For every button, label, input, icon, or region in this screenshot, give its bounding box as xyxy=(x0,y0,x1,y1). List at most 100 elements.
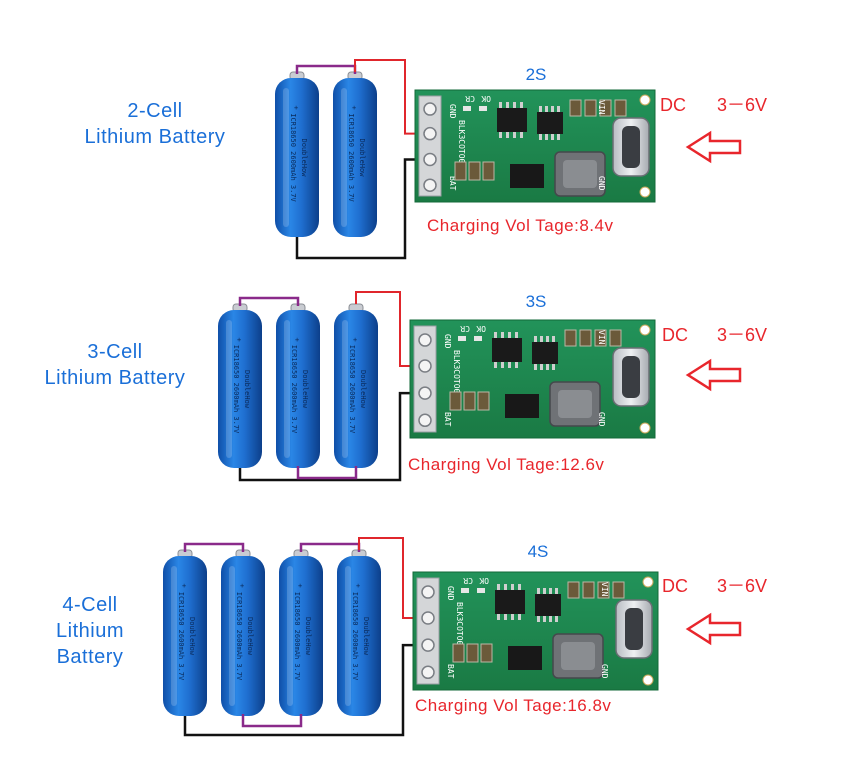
terminal-hole xyxy=(423,102,437,116)
ic-pin xyxy=(543,616,546,622)
cell-label-line: Lithium Battery xyxy=(45,367,186,389)
battery-plus-sign: + xyxy=(294,104,298,112)
ic-pin xyxy=(551,106,554,112)
capacitor xyxy=(466,643,479,663)
wire-series-link xyxy=(296,466,358,480)
battery-plus-sign: + xyxy=(182,582,186,590)
capacitor xyxy=(452,643,465,663)
silk-chip-label: BLK3COTO0 xyxy=(452,350,461,394)
ic-pin xyxy=(501,332,504,338)
terminal-hole xyxy=(418,359,432,373)
silk-chip-label: BLK3COTO0 xyxy=(457,120,466,164)
wire-series-link xyxy=(238,296,300,306)
battery-highlight xyxy=(229,566,235,706)
battery-spec-text: ICR18650 2600mAh 3.7V xyxy=(348,345,356,434)
capacitor xyxy=(463,391,476,411)
mosfet xyxy=(508,646,542,670)
usb-c-opening xyxy=(622,126,640,168)
battery-highlight xyxy=(171,566,177,706)
input-arrow-icon xyxy=(685,130,742,164)
capacitor xyxy=(609,329,622,347)
silk-ok-label: OK xyxy=(481,94,491,103)
battery-body xyxy=(279,556,323,716)
charging-voltage-text: Charging Vol Tage:8.4v xyxy=(427,216,613,235)
battery-body xyxy=(334,310,378,468)
ic-pin xyxy=(497,614,500,620)
mosfet xyxy=(510,164,544,188)
silk-bat: BAT xyxy=(448,176,457,191)
capacitor xyxy=(594,329,607,347)
wire-series-link xyxy=(183,542,245,552)
ic-pin xyxy=(537,588,540,594)
battery-plus-sign: + xyxy=(237,336,241,344)
battery-brand-text: DoubleHow xyxy=(362,617,370,656)
battery-spec-text: ICR18650 2600mAh 3.7V xyxy=(293,592,301,681)
mount-hole xyxy=(639,186,651,198)
battery-body xyxy=(337,556,381,716)
ic-pin xyxy=(546,336,549,342)
silk-cr-label: CR xyxy=(460,324,470,333)
battery-brand-text: DoubleHow xyxy=(358,139,366,178)
silk-vin-label: VIN xyxy=(600,582,609,597)
capacitor xyxy=(454,161,467,181)
terminal-strip xyxy=(413,325,437,433)
ic-pin xyxy=(494,362,497,368)
battery-plus-sign: + xyxy=(356,582,360,590)
battery-brand-text: DoubleHow xyxy=(359,370,367,409)
wire-negative xyxy=(295,158,425,260)
silk-gnd-label: GND xyxy=(597,412,606,427)
battery-highlight xyxy=(283,88,289,227)
inductor-top xyxy=(563,160,597,188)
dc-range-label: 3－6V xyxy=(717,325,767,345)
silk-gnd-bottom: GND xyxy=(597,412,606,427)
battery-spec-text: ICR18650 2600mAh 3.7V xyxy=(289,113,297,202)
ic-pin xyxy=(549,588,552,594)
battery-plus-sign: + xyxy=(353,336,357,344)
battery-spec-text: ICR18650 2600mAh 3.7V xyxy=(290,345,298,434)
terminal-hole xyxy=(421,611,435,625)
battery-highlight xyxy=(226,320,232,458)
battery-spec-text: ICR18650 2600mAh 3.7V xyxy=(347,113,355,202)
led-cr xyxy=(458,336,466,341)
board-title: 3S xyxy=(526,292,547,311)
terminal-hole xyxy=(421,665,435,680)
battery-brand-text: DoubleHow xyxy=(243,370,251,409)
mount-hole xyxy=(642,674,654,686)
mosfet xyxy=(505,394,539,418)
ic-pin xyxy=(497,584,500,590)
board-title: 4S xyxy=(528,542,549,561)
terminal-hole xyxy=(418,386,432,400)
ic-pin xyxy=(552,364,555,370)
wire-series-link xyxy=(241,714,303,728)
cell-label-line: Battery xyxy=(57,646,124,668)
capacitor xyxy=(597,581,610,599)
silk-cr-label: CR xyxy=(463,576,473,585)
led-ok xyxy=(479,106,487,111)
ic-pin xyxy=(511,584,514,590)
battery-highlight xyxy=(284,320,290,458)
cell-label-line: Lithium xyxy=(56,620,124,642)
dc-range-label: 3－6V xyxy=(717,576,767,596)
wire-negative xyxy=(238,391,420,482)
ic-pin xyxy=(557,106,560,112)
silk-gnd-label: GND xyxy=(448,104,457,119)
wire-series-link xyxy=(295,64,357,74)
silk-chip-label: BLK3COTO0 xyxy=(455,602,464,646)
battery-brand-text: DoubleHow xyxy=(300,139,308,178)
ic-pin xyxy=(549,616,552,622)
silk-ok-label: OK xyxy=(476,324,486,333)
ic-controller xyxy=(495,590,525,614)
battery-highlight xyxy=(287,566,293,706)
capacitor xyxy=(599,99,612,117)
ic-pin xyxy=(540,364,543,370)
ic-pin xyxy=(506,132,509,138)
terminal-hole xyxy=(421,638,435,652)
ic-controller xyxy=(492,338,522,362)
